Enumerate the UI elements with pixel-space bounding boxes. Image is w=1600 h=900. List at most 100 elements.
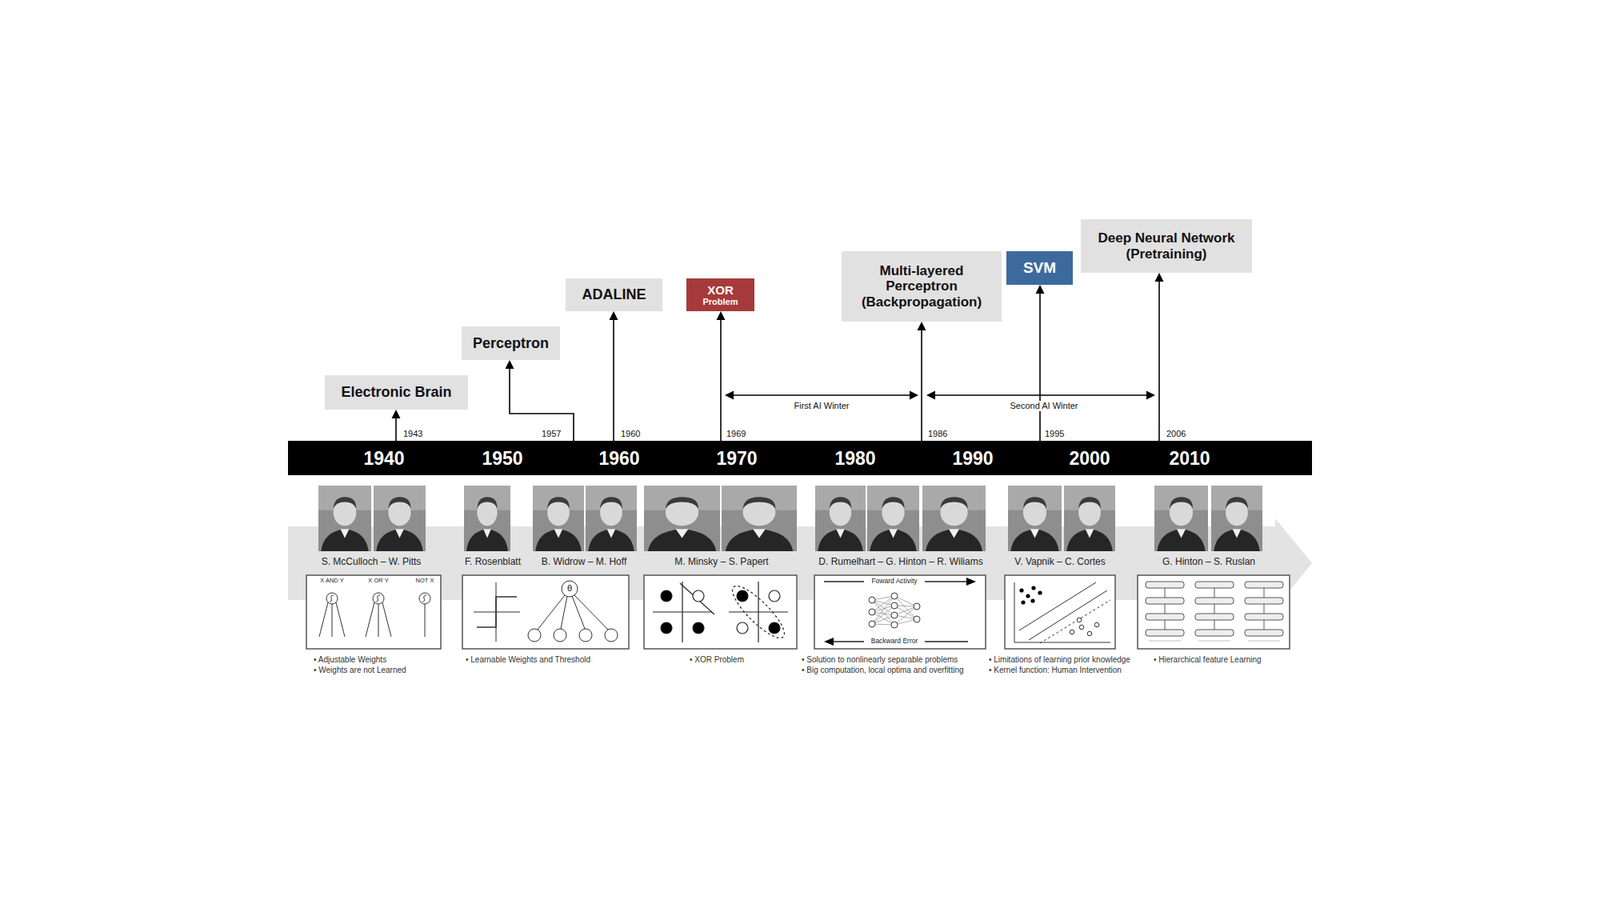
svm-sketch xyxy=(1076,617,1082,623)
svm-sketch xyxy=(1069,629,1075,635)
milestone-box: SVM xyxy=(1006,251,1073,285)
logic-neurons xyxy=(382,602,392,637)
timeline-connector xyxy=(612,318,615,441)
svm-sketch xyxy=(1014,582,1111,644)
dnn-sketch xyxy=(1244,581,1284,588)
ai-winter-arrows xyxy=(724,391,1156,400)
people-names: S. McCulloch – W. Pitts xyxy=(321,556,422,568)
perceptron-sketch xyxy=(528,628,541,642)
box-text: Deep Neural Network (Pretraining) xyxy=(1085,230,1248,262)
dnn-sketch xyxy=(1214,620,1216,630)
svm-sketch xyxy=(1037,590,1042,595)
gate-label: X OR Y xyxy=(368,576,388,584)
backprop-sketch xyxy=(924,640,968,642)
year-label: 1995 xyxy=(1044,428,1064,440)
portrait-photos xyxy=(585,485,637,552)
perceptron-sketch xyxy=(579,628,592,642)
portrait-photos xyxy=(867,485,920,552)
portrait-photos xyxy=(1064,485,1116,552)
backprop-sketch xyxy=(868,596,876,604)
gate-label: X AND Y xyxy=(320,576,344,584)
backprop-sketch xyxy=(891,592,898,600)
note-bullet: • Big computation, local optima and over… xyxy=(801,665,964,676)
decade-label: 2010 xyxy=(1168,447,1210,468)
backprop-sketch xyxy=(924,580,967,582)
dnn-sketch xyxy=(1214,604,1216,614)
ai-winter-arrows xyxy=(731,394,912,396)
backprop-sketch xyxy=(868,608,876,616)
illustration-frames xyxy=(644,575,797,649)
milestone-box: Deep Neural Network (Pretraining) xyxy=(1080,219,1252,273)
dnn-sketch xyxy=(1164,604,1166,614)
portrait-photos xyxy=(318,485,372,552)
people-names: M. Minsky – S. Papert xyxy=(674,556,768,568)
box-text: ADALINE xyxy=(582,286,647,304)
dnn-sketch xyxy=(1145,581,1284,641)
backprop-sketch xyxy=(872,596,917,625)
svm-sketch xyxy=(1025,593,1030,598)
backprop-sketch xyxy=(913,603,920,610)
xor-sketch xyxy=(736,590,748,602)
logic-neurons xyxy=(326,592,338,604)
arrow-head xyxy=(1155,272,1164,282)
portrait-photos xyxy=(922,485,986,552)
backprop-sketch xyxy=(868,620,876,628)
backprop-sketch xyxy=(894,605,917,620)
dnn-sketch xyxy=(1164,588,1264,630)
note-bullet: • Kernel function: Human Intervention xyxy=(988,665,1122,676)
svm-sketch xyxy=(1019,588,1024,592)
svm-sketch xyxy=(1030,598,1035,603)
svm-sketch xyxy=(1069,617,1100,636)
dnn-sketch xyxy=(1214,588,1216,598)
svm-sketch xyxy=(1087,631,1092,636)
period-label: Second AI Winter xyxy=(1008,400,1081,412)
decade-label: 1980 xyxy=(834,447,876,468)
perceptron-sketch xyxy=(560,596,568,629)
dnn-sketch xyxy=(1244,629,1284,636)
xor-sketch xyxy=(692,590,704,602)
illustration-frames xyxy=(1137,575,1290,649)
people-names: V. Vapnik – C. Cortes xyxy=(1014,556,1105,568)
dnn-sketch xyxy=(1198,640,1231,642)
backprop-sketch xyxy=(833,640,864,642)
ai-winter-arrows xyxy=(926,391,936,400)
decade-label: 2000 xyxy=(1068,447,1110,468)
svm-sketch xyxy=(1020,600,1025,604)
dnn-sketch xyxy=(1148,640,1280,642)
illustration-frames xyxy=(462,575,629,649)
note-bullet: • Learnable Weights and Threshold xyxy=(465,655,591,665)
portrait-photos xyxy=(373,485,426,552)
box-text: Multi-layered Perceptron (Backpropagatio… xyxy=(846,263,997,311)
svm-sketch xyxy=(1028,590,1108,640)
perceptron-sketch xyxy=(537,595,565,630)
timeline-connector xyxy=(720,318,722,441)
svm-sketch xyxy=(1014,582,1111,643)
portrait-photos xyxy=(644,485,720,552)
milestone-box: Perceptron xyxy=(461,326,560,360)
period-label: First AI Winter xyxy=(791,400,852,412)
backprop-sketch xyxy=(891,621,898,628)
illustration-frames xyxy=(1004,575,1116,649)
dnn-sketch xyxy=(1264,604,1265,614)
note-bullet: • XOR Problem xyxy=(689,655,744,665)
year-label: 1957 xyxy=(541,428,561,440)
svm-sketch xyxy=(1019,585,1042,604)
backprop-sketch xyxy=(966,577,976,586)
note-bullet: • Weights are not Learned xyxy=(313,665,407,676)
decade-label: 1990 xyxy=(952,447,993,468)
backprop-sketch xyxy=(868,592,920,628)
backprop-sketch xyxy=(913,616,920,623)
xor-sketch xyxy=(768,622,780,634)
year-label: 1960 xyxy=(620,428,640,440)
note-bullet: • Solution to nonlinearly separable prob… xyxy=(801,655,958,665)
milestone-box: ADALINE xyxy=(565,278,663,312)
perceptron-sketch xyxy=(473,580,618,642)
illustration-frames xyxy=(306,575,441,649)
logic-neurons xyxy=(372,592,384,604)
logic-neurons xyxy=(319,602,328,637)
arrow-head xyxy=(392,409,401,419)
logic-neurons xyxy=(319,592,431,637)
threshold-symbol: θ xyxy=(567,583,572,594)
dnn-sketch xyxy=(1195,597,1234,604)
dnn-sketch xyxy=(1148,640,1181,642)
